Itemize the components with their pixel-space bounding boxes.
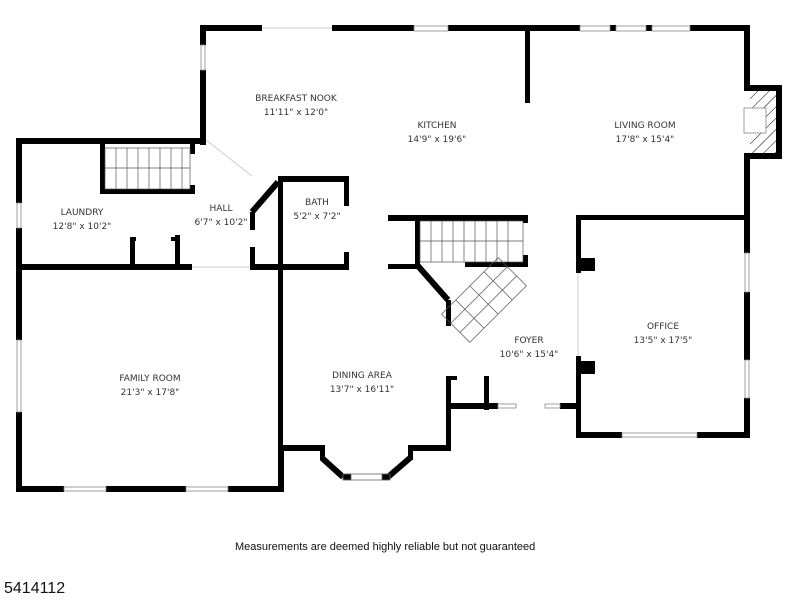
room-dimensions: 5'2" x 7'2" xyxy=(293,212,341,222)
room-dimensions: 11'11" x 12'0" xyxy=(263,108,329,118)
measurement-disclaimer: Measurements are deemed highly reliable … xyxy=(235,541,536,553)
room-label-laundry: LAUNDRY 12'8" x 10'2" xyxy=(53,206,112,234)
room-label-kitchen: KITCHEN 14'9" x 19'6" xyxy=(408,119,467,147)
room-name: BREAKFAST NOOK xyxy=(255,94,337,104)
room-dimensions: 13'5" x 17'5" xyxy=(633,336,693,346)
room-label-hall: HALL 6'7" x 10'2" xyxy=(195,202,248,230)
room-dimensions: 13'7" x 16'11" xyxy=(329,385,395,395)
room-dimensions: 14'9" x 19'6" xyxy=(407,135,467,145)
room-name: BATH xyxy=(305,198,329,208)
room-name: FAMILY ROOM xyxy=(119,374,181,384)
room-dimensions: 21'3" x 17'8" xyxy=(120,388,180,398)
room-name: DINING AREA xyxy=(332,371,392,381)
stairs xyxy=(104,147,527,343)
room-dimensions: 10'6" x 15'4" xyxy=(499,350,559,360)
room-name: FOYER xyxy=(514,336,544,346)
room-name: OFFICE xyxy=(646,322,680,332)
room-label-breakfast-nook: BREAKFAST NOOK 11'11" x 12'0" xyxy=(255,92,337,120)
windows xyxy=(16,25,750,492)
room-dimensions: 12'8" x 10'2" xyxy=(52,222,112,232)
room-label-dining-area: DINING AREA 13'7" x 16'11" xyxy=(330,369,394,397)
room-label-foyer: FOYER 10'6" x 15'4" xyxy=(500,334,559,362)
room-name: KITCHEN xyxy=(417,121,457,131)
room-label-bath: BATH 5'2" x 7'2" xyxy=(293,196,340,224)
walls xyxy=(16,25,782,492)
room-dimensions: 17'8" x 15'4" xyxy=(615,135,675,145)
room-name: LIVING ROOM xyxy=(614,121,676,131)
room-label-family-room: FAMILY ROOM 21'3" x 17'8" xyxy=(119,372,180,400)
room-name: HALL xyxy=(209,204,233,214)
room-label-living-room: LIVING ROOM 17'8" x 15'4" xyxy=(614,119,675,147)
room-label-office: OFFICE 13'5" x 17'5" xyxy=(634,320,693,348)
listing-id: 5414112 xyxy=(4,580,66,597)
room-dimensions: 6'7" x 10'2" xyxy=(194,218,248,228)
room-name: LAUNDRY xyxy=(60,208,104,218)
